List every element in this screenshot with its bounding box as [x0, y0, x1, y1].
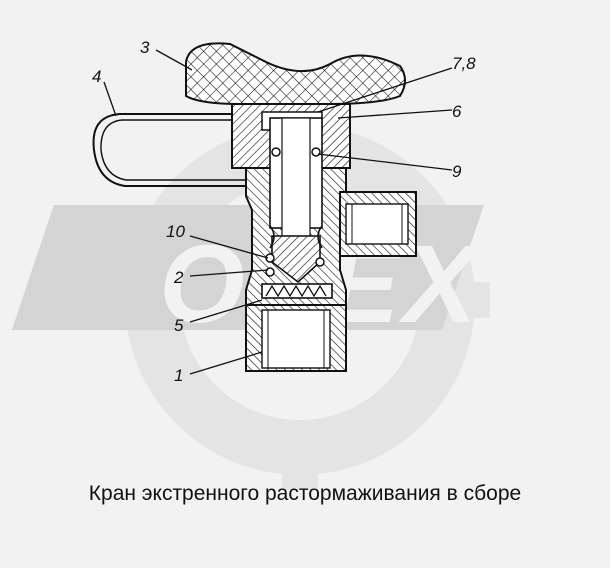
- leader-lines: [103, 49, 453, 375]
- o-ring-lower-right: [315, 257, 325, 267]
- figure-caption: Кран экстренного растормаживания в сборе: [88, 482, 522, 505]
- loop-handle: [92, 113, 248, 187]
- callout-10: 10: [166, 222, 185, 241]
- o-ring-upper-right: [311, 147, 321, 157]
- spring-5: [265, 284, 327, 298]
- o-ring-upper-left: [271, 147, 281, 157]
- callout-1: 1: [174, 366, 184, 385]
- callout-7-8: 7,8: [452, 54, 476, 73]
- callout-4: 4: [92, 67, 102, 86]
- callout-9: 9: [452, 162, 462, 181]
- callout-6: 6: [452, 102, 462, 121]
- callout-2: 2: [174, 268, 184, 287]
- callout-5: 5: [174, 316, 184, 335]
- hand-wheel: [185, 42, 406, 105]
- callout-3: 3: [140, 38, 150, 57]
